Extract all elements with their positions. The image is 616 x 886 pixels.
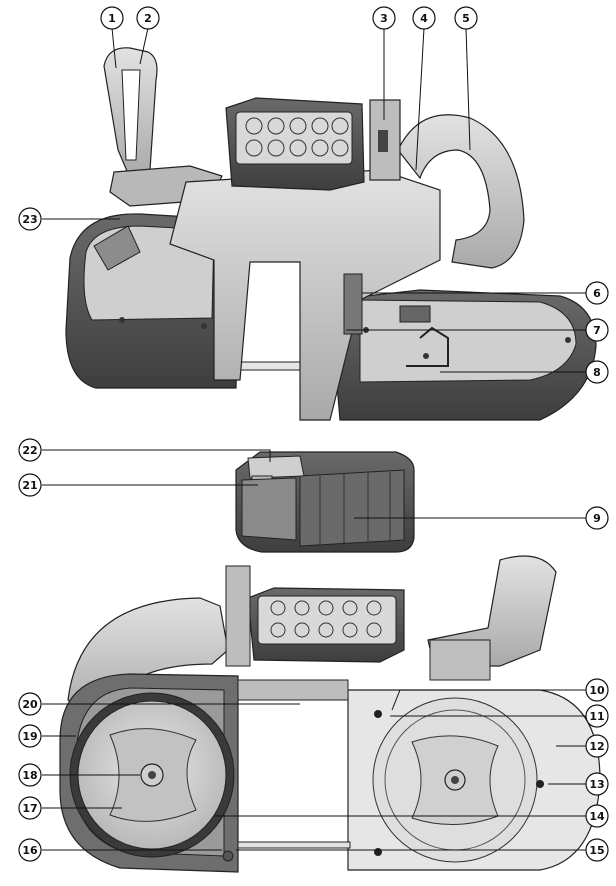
callout-18: 18	[18, 763, 42, 787]
callout-13: 13	[585, 772, 609, 796]
callout-7: 7	[585, 318, 609, 342]
callout-12: 12	[585, 734, 609, 758]
callout-4: 4	[412, 6, 436, 30]
callout-5: 5	[454, 6, 478, 30]
hex-key	[406, 326, 449, 367]
callout-23: 23	[18, 207, 42, 231]
callout-22: 22	[18, 438, 42, 462]
callout-11: 11	[585, 704, 609, 728]
leader-lines	[42, 27, 586, 851]
callout-23-label: 23	[22, 213, 37, 226]
callout-8-label: 8	[593, 366, 601, 379]
callout-20: 20	[18, 692, 42, 716]
front-handle	[397, 114, 525, 269]
battery-pack	[235, 451, 415, 553]
callout-15: 15	[585, 838, 609, 862]
saw-top-view	[65, 47, 597, 421]
callout-6: 6	[585, 281, 609, 305]
callout-10-label: 10	[589, 684, 605, 697]
callout-21: 21	[18, 473, 42, 497]
callout-5-label: 5	[462, 12, 470, 25]
callout-2: 2	[136, 6, 160, 30]
callout-3-label: 3	[380, 12, 388, 25]
callout-20-label: 20	[22, 698, 38, 711]
callout-9-label: 9	[593, 512, 601, 525]
callout-4-label: 4	[420, 12, 428, 25]
callout-6-label: 6	[593, 287, 601, 300]
callout-13-label: 13	[589, 778, 604, 791]
callout-16-label: 16	[22, 844, 38, 857]
callout-1-label: 1	[108, 12, 116, 25]
callout-18-label: 18	[22, 769, 37, 782]
callout-2-label: 2	[144, 12, 152, 25]
callout-17: 17	[18, 796, 42, 820]
callout-22-label: 22	[22, 444, 37, 457]
callouts: 1 2 3 4 5 6 7 8 9 10 11 12 13 14 15 16 1…	[18, 6, 609, 862]
callout-7-label: 7	[593, 324, 601, 337]
callout-11-label: 11	[589, 710, 604, 723]
callout-17-label: 17	[22, 802, 37, 815]
callout-10: 10	[585, 678, 609, 702]
callout-14: 14	[585, 804, 609, 828]
callout-19: 19	[18, 724, 42, 748]
saw-side-view	[59, 555, 601, 873]
callout-8: 8	[585, 360, 609, 384]
callout-19-label: 19	[22, 730, 37, 743]
callout-9: 9	[585, 506, 609, 530]
callout-16: 16	[18, 838, 42, 862]
callout-15-label: 15	[589, 844, 604, 857]
callout-12-label: 12	[589, 740, 604, 753]
callout-14-label: 14	[589, 810, 605, 823]
callout-21-label: 21	[22, 479, 37, 492]
callout-1: 1	[100, 6, 124, 30]
callout-3: 3	[372, 6, 396, 30]
